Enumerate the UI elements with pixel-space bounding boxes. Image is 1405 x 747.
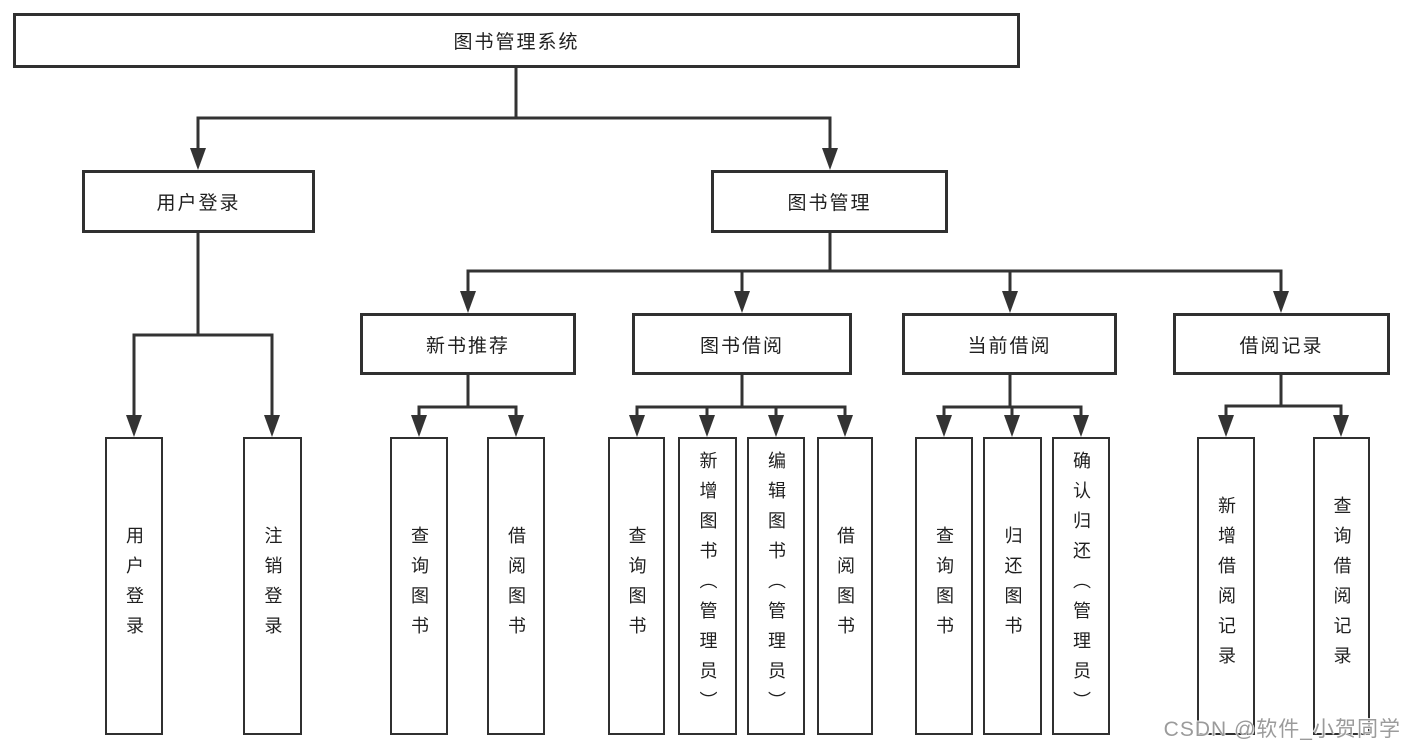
node-borrow-books-recommend-label: 借阅图书 [506,526,526,646]
node-borrow-books-action: 借阅图书 [817,437,873,735]
arrowhead-icon [126,415,142,437]
node-user-login-action: 用户登录 [105,437,163,735]
arrowhead-icon [1073,415,1089,437]
csdn-watermark: CSDN @软件_小贺同学 [1163,718,1401,741]
arrowhead-icon [837,415,853,437]
arrowhead-icon [1002,291,1018,313]
arrowhead-icon [411,415,427,437]
node-book-borrow: 图书借阅 [632,313,852,375]
arrowhead-icon [1333,415,1349,437]
arrowhead-icon [1218,415,1234,437]
node-query-borrow-record-label: 查询借阅记录 [1331,496,1352,676]
node-library-system: 图书管理系统 [13,13,1020,68]
node-query-books-recommend: 查询图书 [390,437,448,735]
node-query-books-current: 查询图书 [915,437,973,735]
connector-path [132,66,1343,423]
node-query-books-borrow: 查询图书 [608,437,665,735]
node-borrow-records: 借阅记录 [1173,313,1390,375]
node-add-books-admin: 新增图书（管理员） [678,437,737,735]
node-query-books-current-label: 查询图书 [934,526,954,646]
arrowhead-icon [936,415,952,437]
arrowhead-icon [264,415,280,437]
arrowhead-icon [460,291,476,313]
node-logout: 注销登录 [243,437,302,735]
node-return-books-label: 归还图书 [1002,526,1023,646]
node-library-system-label: 图书管理系统 [453,32,580,53]
node-current-borrow-label: 当前借阅 [967,335,1052,357]
node-book-management: 图书管理 [711,170,948,233]
node-edit-books-admin-label: 编辑图书（管理员） [766,451,786,721]
node-book-management-label: 图书管理 [787,193,872,214]
arrowhead-icon [629,415,645,437]
node-logout-label: 注销登录 [262,526,283,646]
node-current-borrow: 当前借阅 [902,313,1117,375]
node-query-borrow-record: 查询借阅记录 [1313,437,1370,735]
node-add-books-admin-label: 新增图书（管理员） [697,451,718,721]
node-borrow-books-action-label: 借阅图书 [835,526,855,646]
arrowhead-icon [768,415,784,437]
node-return-books: 归还图书 [983,437,1042,735]
arrowhead-icon [822,148,838,170]
node-query-books-recommend-label: 查询图书 [409,526,429,646]
node-confirm-return-admin-label: 确认归还（管理员） [1071,451,1091,721]
node-new-book-recommend: 新书推荐 [360,313,576,375]
node-book-borrow-label: 图书借阅 [699,335,784,357]
arrowhead-icon [734,291,750,313]
node-user-login: 用户登录 [82,170,315,233]
arrowhead-icon [190,148,206,170]
node-confirm-return-admin: 确认归还（管理员） [1052,437,1110,735]
node-add-borrow-record-label: 新增借阅记录 [1216,496,1236,676]
arrowhead-icon [1004,415,1020,437]
node-edit-books-admin: 编辑图书（管理员） [747,437,805,735]
arrowhead-icon [1273,291,1289,313]
node-user-login-action-label: 用户登录 [124,526,144,646]
node-borrow-books-recommend: 借阅图书 [487,437,545,735]
connector-arrows [126,148,1349,437]
node-user-login-label: 用户登录 [156,193,241,214]
node-query-books-borrow-label: 查询图书 [626,526,647,646]
node-new-book-recommend-label: 新书推荐 [425,335,510,357]
node-borrow-records-label: 借阅记录 [1239,335,1324,357]
arrowhead-icon [699,415,715,437]
node-add-borrow-record: 新增借阅记录 [1197,437,1255,735]
arrowhead-icon [508,415,524,437]
